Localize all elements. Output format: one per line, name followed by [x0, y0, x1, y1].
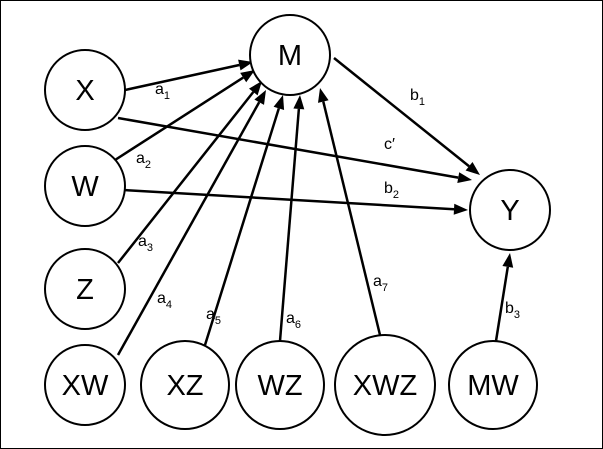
node-xwz-label: XWZ — [353, 370, 417, 402]
edge-label-xwz-m: a7 — [373, 273, 388, 294]
node-mw: MW — [448, 340, 538, 430]
edge-xwz-to-m — [318, 88, 382, 336]
node-mw-circle — [448, 340, 538, 430]
edge-label-x-y: c′ — [384, 136, 395, 153]
node-xz-label: XZ — [166, 370, 203, 402]
edge-label-subscript: 3 — [147, 242, 153, 254]
node-z-label: Z — [76, 274, 94, 306]
node-x-label: X — [75, 75, 94, 107]
edge-w-to-y — [122, 188, 468, 215]
edge-mw-to-y-line — [494, 266, 510, 342]
edge-label-subscript: 3 — [514, 309, 520, 321]
edge-label-w-m: a2 — [136, 150, 151, 171]
node-x-circle — [44, 49, 126, 131]
edge-w-to-y-arrowhead — [453, 203, 468, 215]
edge-xz-to-m-arrowhead — [273, 95, 285, 110]
node-z: Z — [44, 248, 126, 330]
edge-xwz-to-m-arrowhead — [318, 88, 329, 103]
edge-label-symbol: a — [206, 306, 215, 323]
edge-xw-to-m-arrowhead — [254, 90, 266, 105]
edge-x-to-m — [124, 59, 253, 92]
node-m-label: M — [278, 40, 302, 72]
edge-w-to-m — [114, 70, 255, 162]
edges-layer — [114, 57, 514, 356]
node-xz-circle — [140, 340, 230, 430]
edge-m-to-y — [333, 57, 480, 175]
edge-label-subscript: 2 — [393, 189, 399, 201]
edge-x-to-y-line — [117, 116, 459, 179]
edge-label-x-m: a1 — [155, 81, 170, 102]
edge-label-subscript: 2 — [145, 159, 151, 171]
edge-label-w-y: b2 — [384, 180, 399, 201]
edge-x-to-m-line — [124, 63, 240, 92]
node-x: X — [44, 49, 126, 131]
node-z-circle — [44, 248, 126, 330]
edge-label-z-m: a3 — [138, 233, 153, 254]
edge-m-to-y-line — [333, 57, 470, 168]
node-xw-label: XW — [62, 370, 109, 402]
edge-xw-to-m — [116, 90, 266, 356]
node-xwz-circle — [334, 334, 436, 436]
edge-label-symbol: a — [155, 81, 164, 98]
node-xw-circle — [44, 344, 126, 426]
edge-mw-to-y-arrowhead — [502, 253, 514, 268]
edge-x-to-y-arrowhead — [457, 172, 472, 183]
node-xw: XW — [44, 344, 126, 426]
edge-label-symbol: b — [505, 300, 514, 317]
edge-mw-to-y — [494, 253, 514, 342]
edge-label-symbol: b — [384, 180, 393, 197]
edge-label-symbol: a — [373, 273, 382, 290]
edge-label-subscript: 1 — [164, 90, 170, 102]
edge-label-subscript: 7 — [382, 282, 388, 294]
node-y-label: Y — [500, 195, 519, 227]
edge-label-xw-m: a4 — [157, 290, 172, 311]
edge-label-symbol: a — [136, 150, 145, 167]
edge-label-m-y: b1 — [410, 87, 425, 108]
edge-xz-to-m-line — [203, 107, 281, 346]
edge-label-symbol: b — [410, 87, 419, 104]
node-xwz: XWZ — [334, 334, 436, 436]
edge-wz-to-m — [278, 95, 305, 342]
edge-z-to-m-arrowhead — [249, 81, 262, 96]
edge-z-to-m — [117, 81, 262, 264]
node-m: M — [249, 14, 331, 96]
edge-w-to-m-line — [114, 76, 244, 162]
edge-x-to-y — [117, 116, 472, 183]
edge-w-to-y-line — [122, 188, 455, 211]
edge-xwz-to-m-line — [322, 101, 382, 336]
edge-w-to-m-arrowhead — [240, 70, 255, 83]
edge-label-subscript: 1 — [419, 96, 425, 108]
edge-label-subscript: 5 — [215, 315, 221, 327]
edge-wz-to-m-line — [278, 108, 301, 342]
node-w-label: W — [71, 171, 99, 203]
node-w: W — [44, 145, 126, 227]
edge-wz-to-m-arrowhead — [293, 95, 305, 110]
edge-label-symbol: c′ — [384, 136, 395, 153]
edge-label-subscript: 4 — [166, 299, 172, 311]
edge-label-symbol: a — [138, 233, 147, 250]
edge-label-subscript: 6 — [295, 319, 301, 331]
edge-xw-to-m-line — [116, 101, 261, 356]
node-m-circle — [249, 14, 331, 96]
node-y: Y — [469, 169, 551, 251]
node-mw-label: MW — [467, 370, 519, 402]
node-wz-label: WZ — [257, 370, 302, 402]
edge-label-wz-m: a6 — [286, 310, 301, 331]
edge-xz-to-m — [203, 95, 285, 346]
node-xz: XZ — [140, 340, 230, 430]
edge-m-to-y-arrowhead — [465, 162, 480, 175]
edge-z-to-m-line — [117, 91, 255, 264]
edge-label-symbol: a — [286, 310, 295, 327]
edge-label-symbol: a — [157, 290, 166, 307]
node-w-circle — [44, 145, 126, 227]
edge-x-to-m-arrowhead — [238, 59, 253, 71]
node-wz-circle — [235, 340, 325, 430]
node-y-circle — [469, 169, 551, 251]
edge-label-mw-y: b3 — [505, 300, 520, 321]
node-wz: WZ — [235, 340, 325, 430]
edge-label-xz-m: a5 — [206, 306, 221, 327]
